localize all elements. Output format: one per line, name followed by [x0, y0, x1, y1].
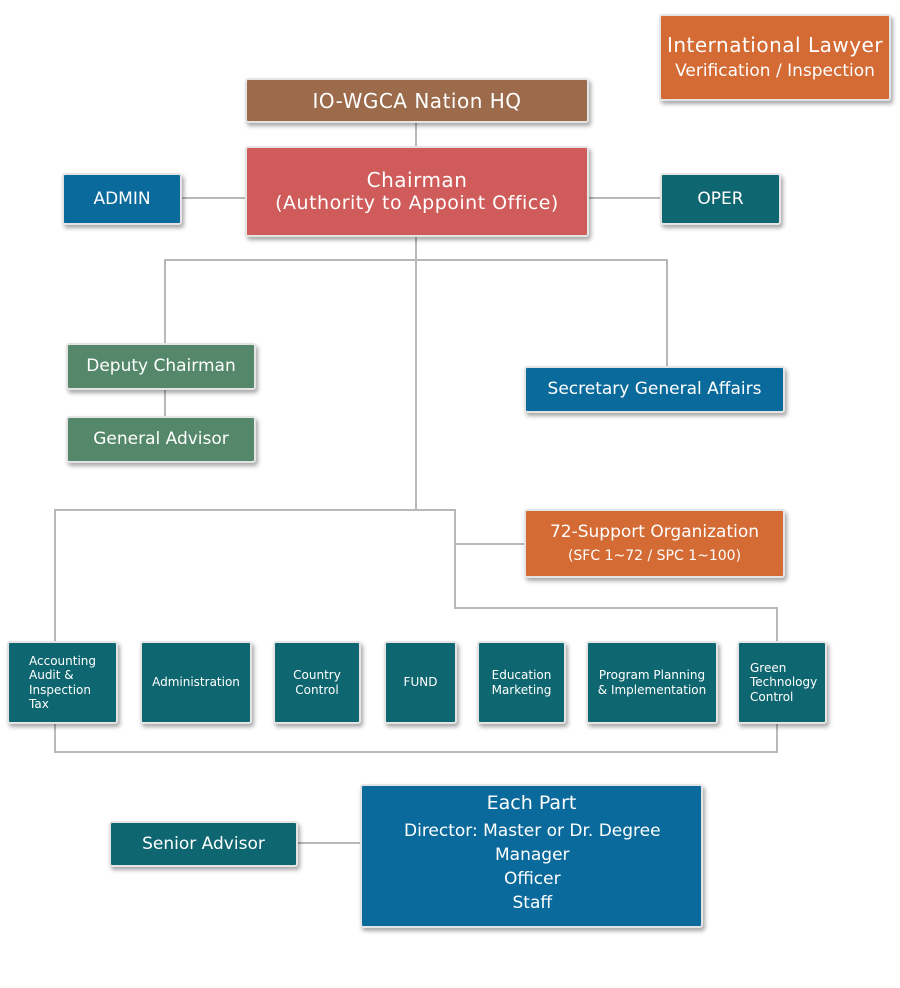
- dept-education-line: Marketing: [491, 682, 552, 697]
- deputy-chairman-box: Deputy Chairman: [66, 343, 256, 390]
- dept-country-line: Control: [295, 682, 339, 697]
- dept-education-line: Education: [491, 668, 552, 683]
- dept-green-line: Control: [750, 689, 794, 704]
- dept-accounting-line: Audit &: [29, 668, 74, 683]
- admin-box: ADMIN: [62, 173, 182, 225]
- dept-green-line: Green: [750, 660, 787, 675]
- deputy-chairman-label: Deputy Chairman: [86, 356, 236, 377]
- dept-green-box: Green Technology Control: [737, 641, 827, 724]
- lawyer-title: International Lawyer: [666, 33, 884, 58]
- dept-accounting-box: Accounting Audit & Inspection Tax: [7, 641, 118, 724]
- dept-fund-box: FUND: [384, 641, 457, 724]
- each-part-item: Officer: [503, 868, 561, 889]
- dept-country-control-box: Country Control: [273, 641, 361, 724]
- admin-label: ADMIN: [93, 188, 151, 209]
- secretary-general-label: Secretary General Affairs: [547, 379, 762, 400]
- dept-accounting-line: Inspection: [29, 682, 91, 697]
- dept-administration-label: Administration: [152, 675, 240, 690]
- support-organization-box: 72-Support Organization (SFC 1~72 / SPC …: [524, 509, 785, 578]
- general-advisor-box: General Advisor: [66, 416, 256, 463]
- dept-accounting-line: Tax: [29, 696, 49, 711]
- connector-departments-top: [54, 509, 778, 643]
- connector-branch-top: [164, 259, 668, 368]
- international-lawyer-box: International Lawyer Verification / Insp…: [659, 14, 891, 101]
- hq-label: IO-WGCA Nation HQ: [312, 88, 522, 113]
- oper-box: OPER: [660, 173, 781, 225]
- chairman-subtitle: (Authority to Appoint Office): [275, 192, 559, 215]
- each-part-title: Each Part: [486, 792, 577, 814]
- dept-green-line: Technology: [750, 675, 818, 690]
- dept-program-line: & Implementation: [597, 682, 707, 697]
- secretary-general-box: Secretary General Affairs: [524, 366, 785, 413]
- dept-fund-label: FUND: [403, 675, 438, 690]
- chairman-title: Chairman: [366, 168, 468, 193]
- chairman-box: Chairman (Authority to Appoint Office): [245, 146, 589, 237]
- support-subtitle: (SFC 1~72 / SPC 1~100): [567, 547, 742, 564]
- dept-program-box: Program Planning & Implementation: [586, 641, 718, 724]
- each-part-box: Each Part Director: Master or Dr. Degree…: [360, 784, 703, 928]
- connector-departments-bottom: [54, 722, 778, 753]
- each-part-item: Manager: [495, 844, 570, 865]
- oper-label: OPER: [697, 188, 744, 209]
- dept-education-box: Education Marketing: [477, 641, 566, 724]
- senior-advisor-label: Senior Advisor: [142, 833, 265, 854]
- hq-box: IO-WGCA Nation HQ: [245, 78, 589, 123]
- each-part-list: Director: Master or Dr. Degree Manager O…: [404, 819, 661, 915]
- general-advisor-label: General Advisor: [93, 429, 229, 450]
- lawyer-subtitle: Verification / Inspection: [675, 61, 875, 82]
- dept-program-line: Program Planning: [598, 668, 706, 683]
- each-part-item: Director: Master or Dr. Degree: [404, 820, 661, 841]
- senior-advisor-box: Senior Advisor: [109, 821, 298, 867]
- each-part-item: Staff: [512, 892, 553, 913]
- support-title: 72-Support Organization: [549, 522, 760, 543]
- dept-country-line: Country: [293, 668, 341, 683]
- dept-administration-box: Administration: [140, 641, 252, 724]
- dept-accounting-line: Accounting: [29, 653, 97, 668]
